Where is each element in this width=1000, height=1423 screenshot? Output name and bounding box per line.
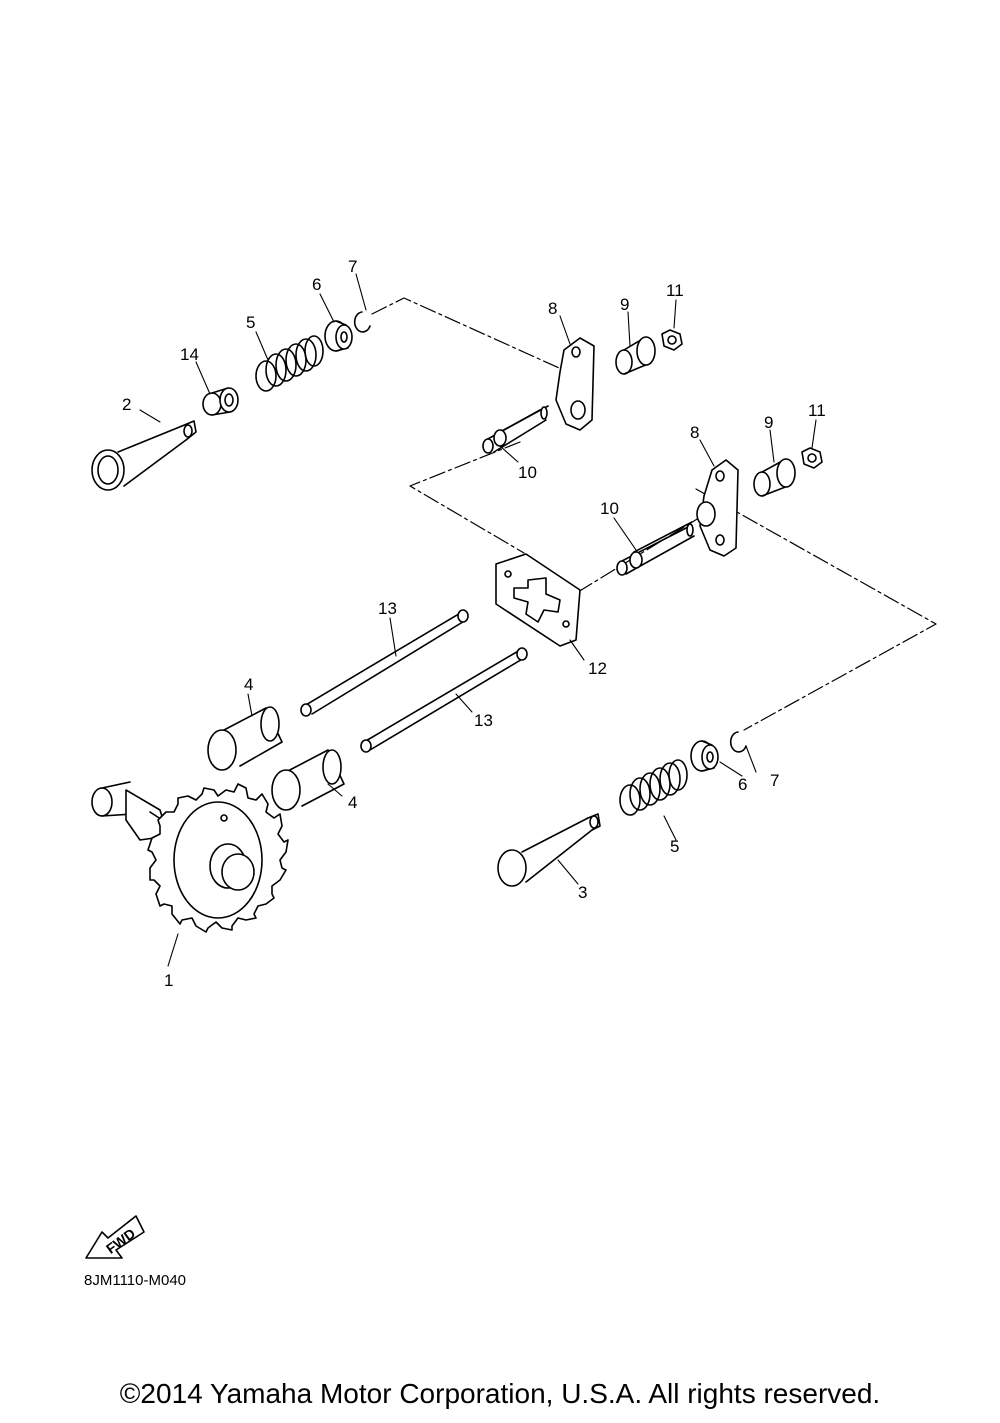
callout-labels: 1 2 3 4 4 5 5 6 6 7 7 8 8 9 9 10 10 11 1…: [122, 257, 826, 990]
callout-6-lower: 6: [738, 775, 747, 794]
valve-collet-upper: [353, 311, 371, 333]
intake-valve: [91, 420, 197, 491]
callout-14: 14: [180, 345, 199, 364]
camshaft-gear: [91, 781, 289, 933]
rocker-pivot-lower: [753, 458, 796, 497]
callout-9-lower: 9: [764, 413, 773, 432]
callout-13-upper: 13: [378, 599, 397, 618]
callout-10-upper: 10: [518, 463, 537, 482]
valve-stem-seal: [202, 387, 239, 416]
diagram-code: 8JM1110-M040: [84, 1272, 186, 1289]
valve-collet-lower: [729, 731, 747, 753]
callout-4-upper: 4: [244, 675, 253, 694]
callout-7-lower: 7: [770, 771, 779, 790]
callout-4-lower: 4: [348, 793, 357, 812]
valve-lifter-lower: [271, 749, 345, 811]
callout-12: 12: [588, 659, 607, 678]
callout-1: 1: [164, 971, 173, 990]
valve-spring-lower: [619, 759, 688, 816]
rocker-arm-upper: [555, 337, 595, 431]
leader-lines: [139, 273, 817, 967]
callout-5-lower: 5: [670, 837, 679, 856]
rocker-pivot-upper: [615, 336, 656, 375]
callout-10-lower: 10: [600, 499, 619, 518]
push-rod-upper: [300, 609, 469, 717]
callout-11-upper: 11: [666, 281, 684, 300]
rocker-arm-lower: [696, 459, 739, 557]
callout-7-upper: 7: [348, 257, 357, 276]
callout-8-upper: 8: [548, 299, 557, 318]
valve-spring-upper: [255, 335, 324, 392]
callout-13-lower: 13: [474, 711, 493, 730]
fwd-arrow-icon: FWD: [85, 1215, 145, 1259]
callout-9-upper: 9: [620, 295, 629, 314]
rocker-stud-lower: [616, 521, 695, 576]
callout-11-lower: 11: [808, 401, 826, 420]
valve-lifter-upper: [207, 706, 283, 771]
callout-5-upper: 5: [246, 313, 255, 332]
lock-nut-upper: [661, 329, 683, 351]
lock-nut-lower: [801, 447, 823, 469]
callout-8-lower: 8: [690, 423, 699, 442]
push-rod-guide-plate: [495, 553, 581, 647]
callout-2: 2: [122, 395, 131, 414]
rocker-stud-upper: [482, 405, 549, 454]
copyright-notice: ©2014 Yamaha Motor Corporation, U.S.A. A…: [119, 1378, 881, 1409]
callout-3: 3: [578, 883, 587, 902]
push-rod-lower: [360, 647, 528, 753]
spring-retainer-upper: [324, 320, 353, 352]
assembly-lines: [371, 297, 937, 731]
callout-6-upper: 6: [312, 275, 321, 294]
spring-retainer-lower: [690, 740, 719, 772]
exhaust-valve: [497, 813, 601, 887]
